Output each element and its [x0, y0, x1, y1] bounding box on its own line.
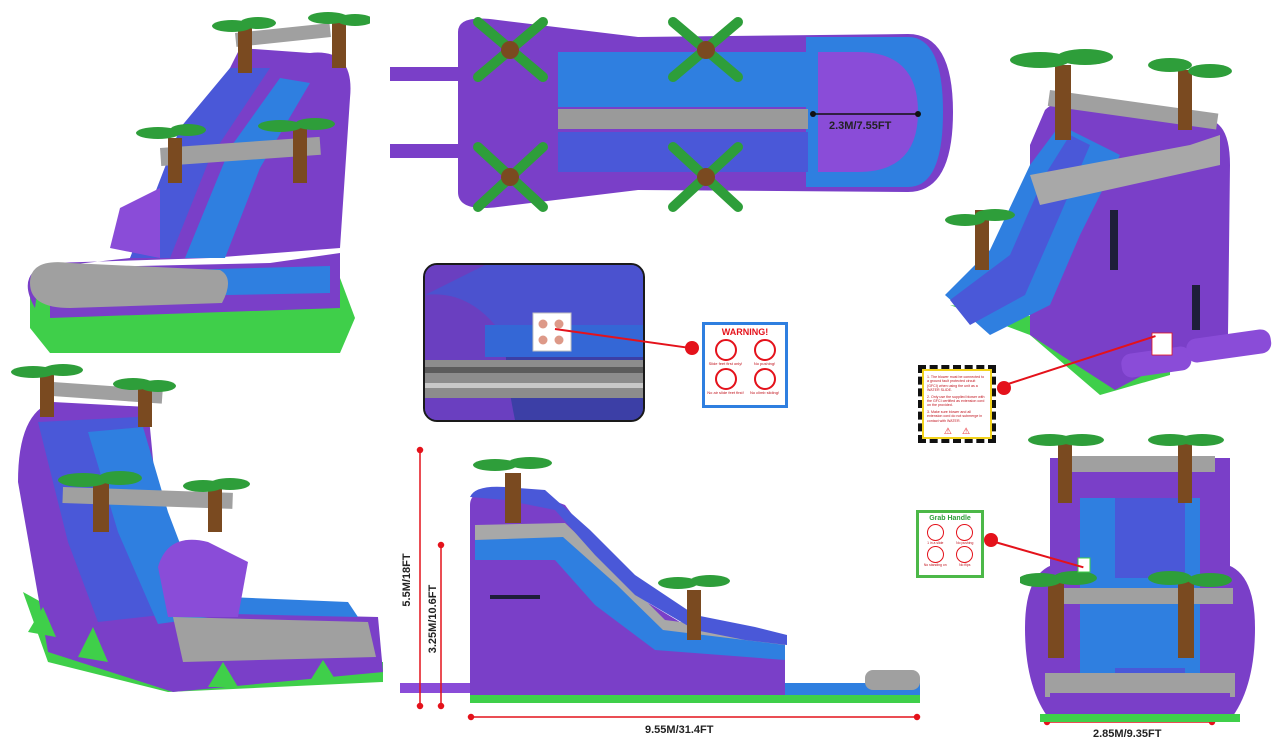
grab-handle-title: Grab Handle: [929, 515, 971, 522]
warning-item: Slide feet first only!: [707, 339, 744, 366]
blower-warning-sign: 1. The blower must be connected to a gro…: [918, 365, 996, 443]
dimension-pool-width: 2.3M/7.55FT: [829, 120, 892, 132]
callout-dot-blower: [997, 381, 1011, 395]
dimension-width: 2.85M/9.35FT: [1093, 728, 1162, 740]
grab-item: 1 in a slide: [921, 524, 950, 545]
slide-view-top: [388, 12, 958, 217]
slide-view-side: [395, 445, 925, 710]
warning-triangle-icon: ⚠: [943, 426, 952, 437]
grab-item: No flips: [951, 546, 980, 567]
blower-line: 2. Only use the supplied blower with the…: [927, 394, 985, 408]
grab-handle-sign: Grab Handle 1 in a slide No pushing No s…: [916, 510, 984, 578]
slide-view-front: [1020, 428, 1260, 723]
dimension-length: 9.55M/31.4FT: [645, 724, 714, 736]
slide-view-front-left: [10, 8, 370, 363]
grab-item: No pushing: [951, 524, 980, 545]
slide-view-rear-right: [930, 35, 1275, 415]
dimension-slide-height: 3.25M/10.6FT: [427, 584, 439, 654]
warning-item: No air slide feet first!: [707, 368, 744, 395]
blower-line: 1. The blower must be connected to a gro…: [927, 375, 985, 393]
warning-sign-title: WARNING!: [721, 327, 769, 337]
warning-triangle-icon: ⚠: [962, 426, 971, 437]
warning-sign: WARNING! Slide feet first only! No pushi…: [702, 322, 788, 408]
dimension-total-height: 5.5M/18FT: [401, 553, 413, 607]
blower-line: 3. Make sure blower and all extension co…: [927, 409, 983, 423]
grab-item: No standing on: [921, 546, 950, 567]
warning-item: No pushing!: [746, 339, 783, 366]
callout-dot-grab: [984, 533, 998, 547]
slide-view-front-right: [8, 362, 388, 717]
callout-dot-warning: [685, 341, 699, 355]
warning-decal-closeup: [423, 263, 645, 422]
warning-item: No climb sliding!: [746, 368, 783, 395]
